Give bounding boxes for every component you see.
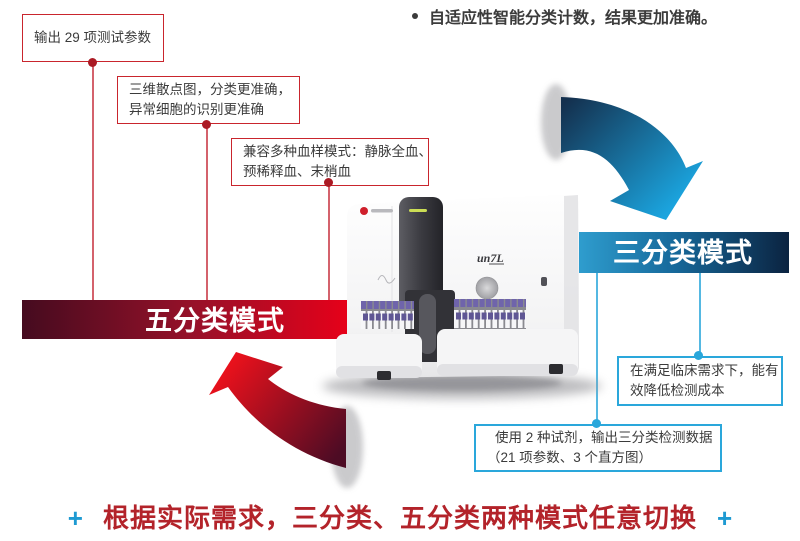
callout-line: 兼容多种血样模式：静脉全血、	[243, 144, 432, 159]
callout-two-reagents: 使用 2 种试剂，输出三分类检测数据 （21 项参数、3 个直方图）	[474, 424, 722, 472]
side-knob	[541, 277, 547, 286]
five-mode-banner-label: 五分类模式	[145, 306, 285, 336]
callout-line: 三维散点图，分类更准确，	[129, 82, 291, 97]
footer-headline-row: + 根据实际需求，三分类、五分类两种模式任意切换 +	[0, 500, 800, 536]
footer-headline: 根据实际需求，三分类、五分类两种模式任意切换	[102, 503, 697, 533]
connector-dot	[324, 178, 333, 187]
analyzer-device: un7L	[322, 194, 602, 399]
callout-line: 异常细胞的识别更准确	[129, 102, 264, 117]
callout-line: 预稀释血、末梢血	[243, 164, 351, 179]
connector-dot	[202, 120, 211, 129]
plus-icon: +	[67, 503, 83, 533]
panel-signature-graphic	[377, 275, 396, 284]
status-light	[409, 209, 427, 212]
start-button	[475, 276, 499, 300]
callout-line: 在满足临床需求下，能有	[630, 363, 779, 378]
callout-lower-cost: 在满足临床需求下，能有 效降低检测成本	[617, 356, 783, 406]
callout-line: 使用 2 种试剂，输出三分类检测数据	[495, 430, 713, 445]
red-curved-arrow	[209, 352, 346, 468]
plus-icon: +	[717, 503, 733, 533]
callout-scattergram: 三维散点图，分类更准确， 异常细胞的识别更准确	[117, 76, 300, 124]
brand-logo-icon	[360, 207, 368, 215]
three-mode-banner: 三分类模式	[577, 232, 789, 273]
device-foot	[549, 364, 563, 374]
five-mode-banner: 五分类模式	[22, 300, 352, 339]
note-text: 自适应性智能分类计数，结果更加准确。	[429, 10, 718, 27]
connector-dot	[694, 351, 703, 360]
callout-test-parameters: 输出 29 项测试参数	[22, 14, 164, 62]
callout-line: 输出 29 项测试参数	[34, 30, 152, 45]
right-tube-rack	[437, 299, 578, 376]
left-tube-rack	[336, 301, 422, 378]
probe-cylinder	[419, 294, 436, 354]
device-foot	[377, 371, 391, 380]
connector-dot	[592, 419, 601, 428]
callout-line: 效降低检测成本	[630, 383, 725, 398]
connector-lines	[92, 62, 701, 424]
device-marking: un7L	[477, 251, 504, 265]
bullet-icon	[412, 13, 418, 19]
blue-curved-arrow	[561, 97, 703, 220]
adaptive-counting-note: 自适应性智能分类计数，结果更加准确。	[412, 4, 717, 28]
three-mode-banner-label: 三分类模式	[613, 238, 753, 268]
connector-dot	[88, 58, 97, 67]
callout-line: （21 项参数、3 个直方图）	[487, 450, 653, 465]
